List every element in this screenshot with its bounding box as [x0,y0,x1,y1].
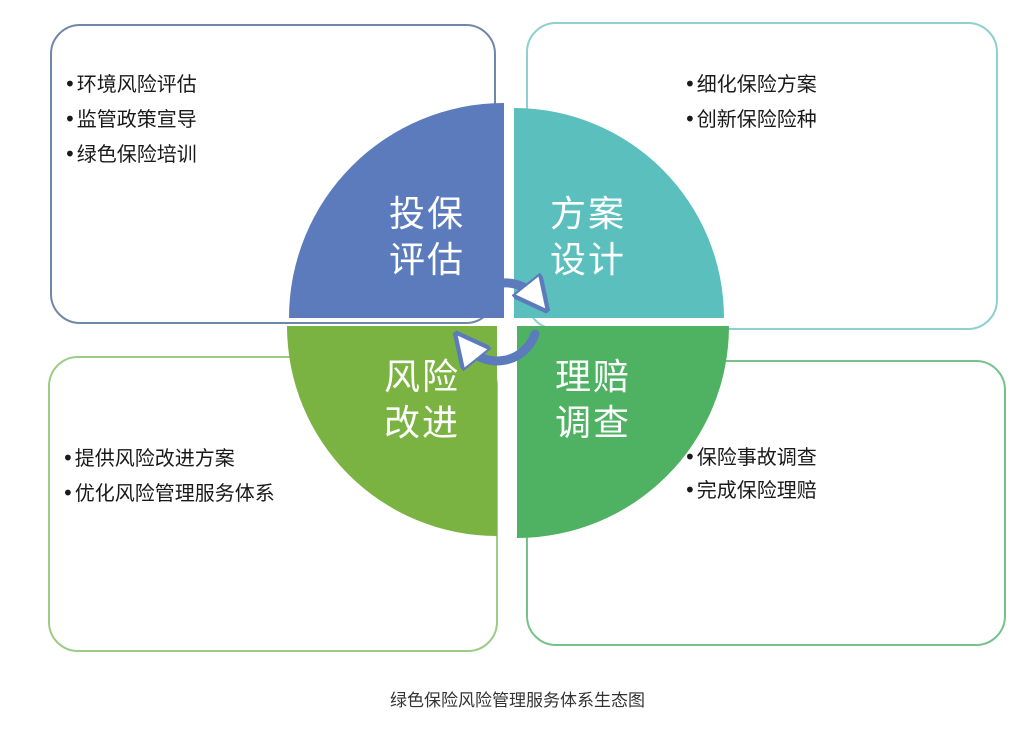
list-item: 完成保险理赔 [684,474,817,507]
list-top-left: 环境风险评估 监管政策宣导 绿色保险培训 [64,67,197,172]
list-bottom-right: 保险事故调查 完成保险理赔 [684,441,817,507]
label-bottom-left: 风险 改进 [367,355,477,447]
list-item: 绿色保险培训 [64,137,197,172]
title-line: 风险 [383,357,460,398]
title-line: 调查 [554,403,631,444]
title-line: 方案 [549,194,626,235]
list-top-right: 细化保险方案 创新保险险种 [684,67,817,137]
list-item: 环境风险评估 [64,67,197,102]
list-item: 优化风险管理服务体系 [62,476,275,511]
list-item: 监管政策宣导 [64,102,197,137]
figure-caption: 绿色保险风险管理服务体系生态图 [390,691,645,711]
list-item: 细化保险方案 [684,67,817,102]
title-line: 理赔 [554,357,631,398]
label-top-left: 投保 评估 [372,192,482,284]
list-item: 提供风险改进方案 [62,441,275,476]
title-line: 投保 [388,194,465,235]
list-item: 保险事故调查 [684,441,817,474]
label-bottom-right: 理赔 调查 [538,355,648,447]
list-item: 创新保险险种 [684,102,817,137]
title-line: 设计 [549,240,626,281]
title-line: 评估 [388,240,465,281]
label-top-right: 方案 设计 [533,192,643,284]
list-bottom-left: 提供风险改进方案 优化风险管理服务体系 [62,441,275,511]
title-line: 改进 [383,403,460,444]
